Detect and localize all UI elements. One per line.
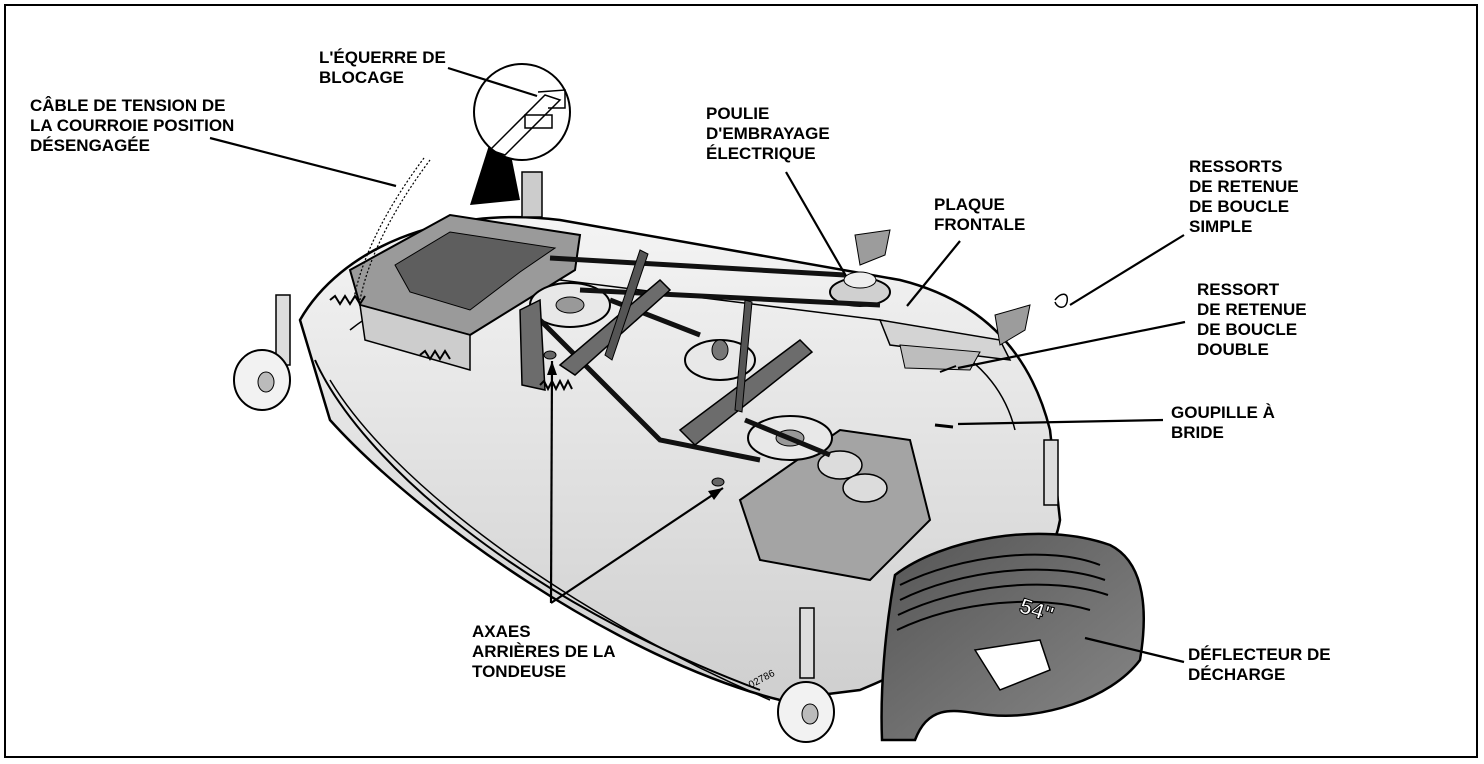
idler-pulley-center xyxy=(684,339,756,381)
label-clutch-pulley: POULIE D'EMBRAYAGE ÉLECTRIQUE xyxy=(706,104,830,163)
electric-clutch-pulley xyxy=(829,271,891,307)
label-double-loop-spring: RESSORT DE RETENUE DE BOUCLE DOUBLE xyxy=(1197,280,1307,359)
rear-left-wheel xyxy=(777,607,835,743)
belt-shield-right xyxy=(738,428,932,582)
discharge-deflector xyxy=(880,532,1145,742)
belt-tension-cable xyxy=(353,157,431,301)
front-left-wheel xyxy=(233,294,291,411)
locking-bracket-callout xyxy=(470,63,571,218)
label-tension-cable: CÂBLE DE TENSION DE LA COURROIE POSITION… xyxy=(30,96,235,155)
retaining-springs-right xyxy=(854,229,1069,429)
front-plate xyxy=(878,319,1012,371)
leader-lines xyxy=(209,66,1186,664)
label-rear-mower-pins: AXAES ARRIÈRES DE LA TONDEUSE xyxy=(472,622,616,681)
rear-mower-pins xyxy=(543,350,725,487)
right-wheel-bracket xyxy=(1043,439,1059,506)
label-front-plate: PLAQUE FRONTALE xyxy=(934,195,1026,234)
spindle-pulley-left xyxy=(529,282,611,328)
diagram-frame xyxy=(4,4,1478,758)
belt-shield-left xyxy=(348,213,582,371)
label-single-loop-springs: RESSORTS DE RETENUE DE BOUCLE SIMPLE xyxy=(1189,157,1299,236)
tension-springs xyxy=(329,294,573,392)
label-locking-bracket: L'ÉQUERRE DE BLOCAGE xyxy=(319,48,446,87)
label-flange-pin: GOUPILLE À BRIDE xyxy=(1171,403,1275,442)
idler-arms xyxy=(519,249,814,447)
leader-arrowheads xyxy=(547,361,723,500)
label-discharge-deflector: DÉFLECTEUR DE DÉCHARGE xyxy=(1188,645,1331,684)
